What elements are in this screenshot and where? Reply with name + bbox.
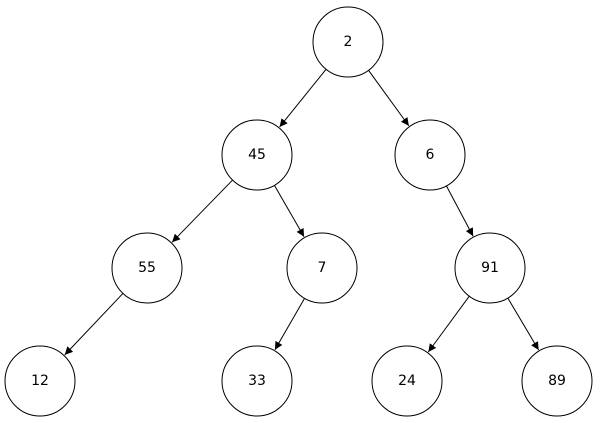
edge-n7-n33 — [274, 298, 305, 351]
node-label: 7 — [318, 260, 327, 276]
node-circle — [312, 6, 384, 78]
node-circle — [4, 345, 76, 417]
tree-node-45: 45 — [221, 119, 293, 191]
tree-node-12: 12 — [4, 345, 76, 417]
edge-n55-n12 — [64, 293, 124, 356]
node-label: 89 — [548, 373, 566, 389]
tree-node-6: 6 — [394, 119, 466, 191]
edge-n45-n55 — [171, 179, 233, 243]
edge-n91-n89 — [507, 297, 540, 351]
tree-node-2: 2 — [312, 6, 384, 78]
node-circle — [394, 119, 466, 191]
tree-node-24: 24 — [371, 345, 443, 417]
node-circle — [371, 345, 443, 417]
edge-n91-n24 — [427, 295, 470, 353]
node-label: 45 — [248, 147, 266, 163]
node-label: 6 — [426, 147, 435, 163]
edge-n2-n45 — [279, 68, 327, 128]
node-label: 91 — [481, 260, 499, 276]
nodes-layer: 2 45 6 55 7 91 12 33 24 89 — [4, 6, 593, 417]
node-circle — [521, 345, 593, 417]
tree-node-89: 89 — [521, 345, 593, 417]
edges-layer — [64, 68, 540, 356]
node-circle — [221, 119, 293, 191]
node-circle — [221, 345, 293, 417]
tree-node-33: 33 — [221, 345, 293, 417]
tree-node-91: 91 — [454, 232, 526, 304]
edge-n45-n7 — [274, 185, 305, 238]
edge-n6-n91 — [445, 185, 474, 237]
node-circle — [286, 232, 358, 304]
tree-node-55: 55 — [111, 232, 183, 304]
node-label: 33 — [248, 373, 266, 389]
node-label: 2 — [344, 34, 353, 50]
edge-n2-n6 — [368, 70, 410, 127]
tree-node-7: 7 — [286, 232, 358, 304]
node-circle — [111, 232, 183, 304]
node-label: 55 — [138, 260, 156, 276]
node-circle — [454, 232, 526, 304]
node-label: 12 — [31, 373, 49, 389]
node-label: 24 — [398, 373, 416, 389]
